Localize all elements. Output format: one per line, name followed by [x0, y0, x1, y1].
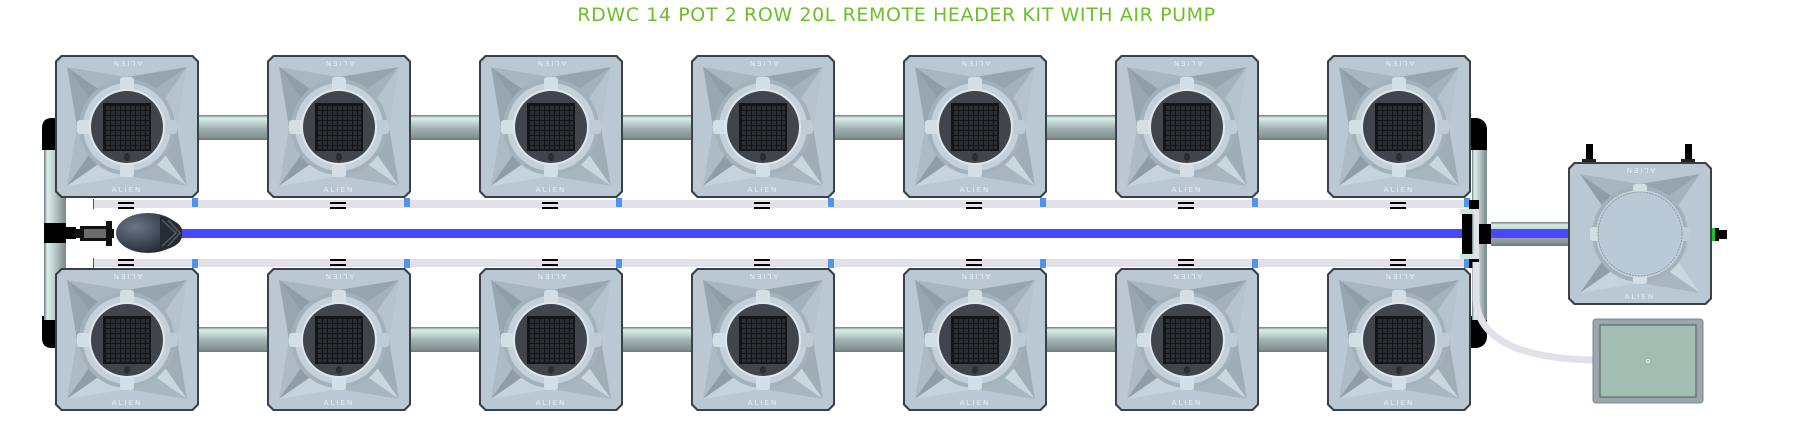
tube-clip	[966, 207, 982, 209]
right-tee-fitting	[1479, 224, 1491, 244]
tube-clip	[754, 207, 770, 209]
tube-clip	[542, 264, 558, 266]
tube-clip	[542, 207, 558, 209]
grow-pot	[266, 267, 412, 412]
blue-fitting	[828, 198, 834, 207]
return-tube-bottom	[94, 259, 1484, 267]
blue-fitting	[1252, 198, 1258, 207]
tube-clip	[754, 202, 770, 204]
blue-fitting	[616, 198, 622, 207]
tube-clip	[118, 264, 134, 266]
grow-pot	[690, 267, 836, 412]
mesh-basket-icon	[54, 267, 200, 412]
tube-clip	[330, 207, 346, 209]
tube-clip	[754, 259, 770, 261]
left-tee-fitting	[44, 223, 66, 243]
grow-pot	[902, 267, 1048, 412]
tube-clip	[118, 202, 134, 204]
grow-pot	[1326, 267, 1472, 412]
mesh-basket-icon	[478, 54, 624, 199]
blue-fitting	[616, 259, 622, 268]
grow-pot	[1114, 267, 1260, 412]
tube-clip	[754, 264, 770, 266]
tube-clip	[330, 259, 346, 261]
grow-pot	[478, 54, 624, 199]
left-elbow-bottom	[42, 316, 56, 348]
mesh-basket-icon	[266, 54, 412, 199]
air-stone-assembly	[64, 213, 183, 253]
mesh-basket-icon	[1114, 267, 1260, 412]
right-end-manifold	[1460, 118, 1595, 364]
diagram-title: RDWC 14 POT 2 ROW 20L REMOTE HEADER KIT …	[577, 4, 1216, 26]
blue-fitting	[404, 259, 410, 268]
tube-clip	[966, 202, 982, 204]
mesh-basket-icon	[902, 267, 1048, 412]
grow-pot	[54, 267, 200, 412]
mesh-basket-icon	[54, 54, 200, 199]
header-lid	[1597, 191, 1683, 277]
tube-clip	[1178, 259, 1194, 261]
status-indicator-green	[1712, 228, 1715, 241]
remote-header-pot: ALIEN ALIEN	[1568, 144, 1727, 305]
tube-clip	[966, 259, 982, 261]
tube-clip	[1178, 202, 1194, 204]
air-pump	[1592, 318, 1704, 404]
tube-clip	[1178, 264, 1194, 266]
mesh-basket-icon	[266, 267, 412, 412]
blue-fitting	[1464, 198, 1470, 207]
blue-fitting	[404, 198, 410, 207]
mesh-basket-icon	[1326, 54, 1472, 199]
tube-clip	[1390, 207, 1406, 209]
mesh-basket-icon	[1326, 267, 1472, 412]
fittings-layer	[118, 198, 1470, 268]
tube-clip	[118, 207, 134, 209]
tube-clip	[1390, 202, 1406, 204]
grow-pot	[54, 54, 200, 199]
blue-fitting	[1040, 198, 1046, 207]
mesh-basket-icon	[478, 267, 624, 412]
tube-clip	[1390, 264, 1406, 266]
blue-fitting	[1040, 259, 1046, 268]
tube-clip	[966, 264, 982, 266]
air-pump-port-icon	[1646, 359, 1650, 363]
mesh-basket-icon	[690, 54, 836, 199]
tube-clip	[542, 202, 558, 204]
blue-fitting	[1464, 259, 1470, 268]
tube-clip	[542, 259, 558, 261]
grow-pot	[902, 54, 1048, 199]
return-tube-top	[94, 200, 1484, 208]
blue-fitting	[1252, 259, 1258, 268]
grow-pot	[478, 267, 624, 412]
tube-clip	[1178, 207, 1194, 209]
tube-clip	[330, 264, 346, 266]
air-pump-tube	[1472, 262, 1595, 364]
left-elbow-top	[42, 118, 56, 150]
mesh-basket-icon	[902, 54, 1048, 199]
blue-fitting	[192, 198, 198, 207]
mesh-basket-icon	[1114, 54, 1260, 199]
svg-text:ALIEN: ALIEN	[1625, 166, 1655, 174]
blue-fitting	[192, 259, 198, 268]
tube-clip	[1390, 259, 1406, 261]
grow-pot	[266, 54, 412, 199]
blue-fitting	[828, 259, 834, 268]
air-line	[175, 229, 1580, 238]
header-brand-label: ALIEN	[1625, 293, 1655, 301]
tube-clip	[118, 259, 134, 261]
grow-pot	[1114, 54, 1260, 199]
tube-clip	[330, 202, 346, 204]
grow-pot	[690, 54, 836, 199]
grow-pot	[1326, 54, 1472, 199]
mesh-basket-icon	[690, 267, 836, 412]
